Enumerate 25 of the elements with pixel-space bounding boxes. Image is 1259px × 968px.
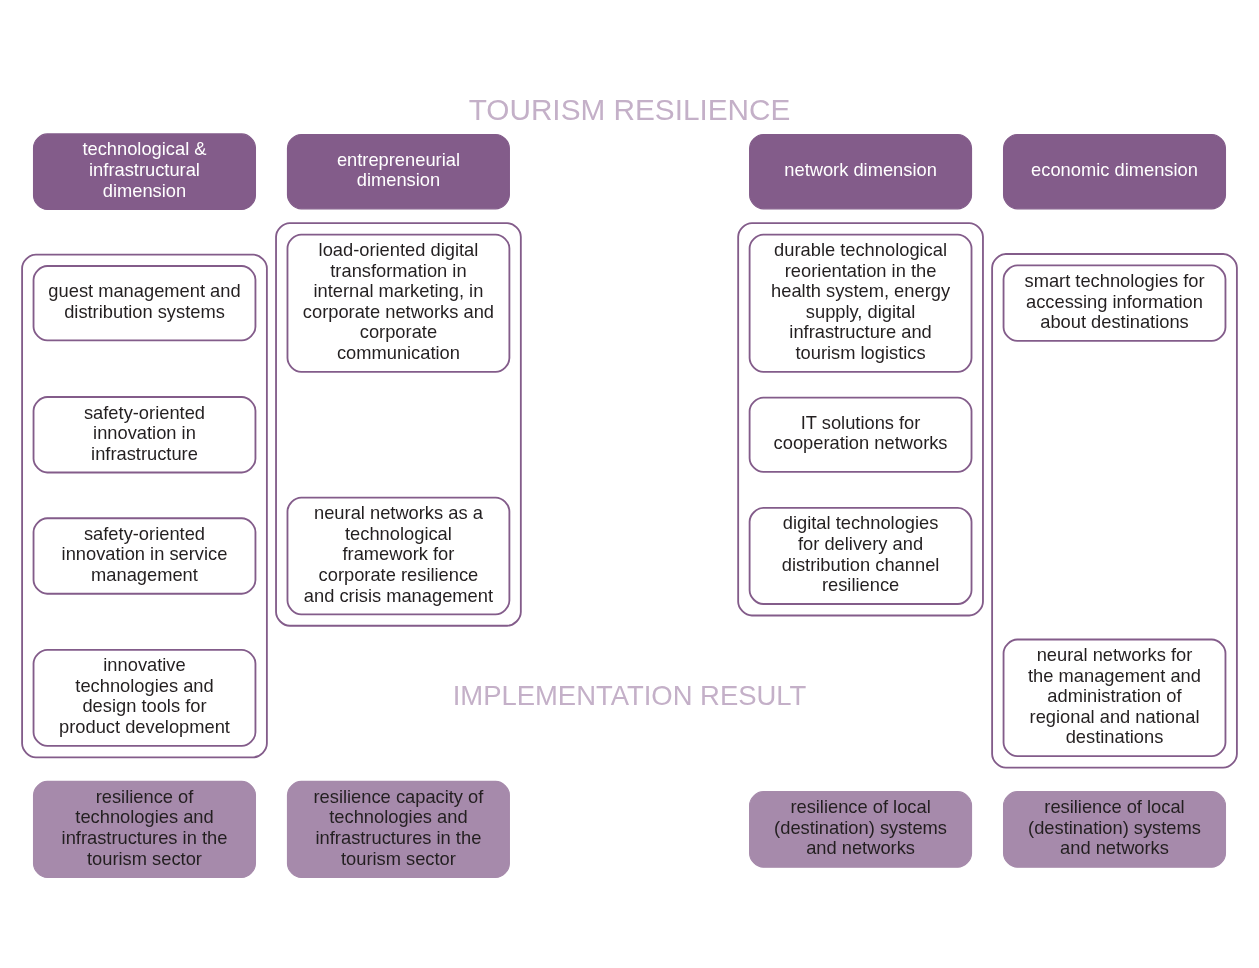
node-box: digital technologies for delivery and distribution channel resilience — [748, 506, 973, 605]
node-box: technological & infrastructural dimension — [32, 132, 256, 210]
node-box: safety-oriented innovation in infrastructure — [32, 395, 257, 473]
node-box: economic dimension — [1002, 133, 1227, 209]
node-box: IT solutions for cooperation networks — [748, 396, 973, 473]
node-box: resilience of technologies and infrastructures in the tourism sector — [32, 780, 256, 878]
node-box: load-oriented digital transformation in internal marketing, in corporate networks and corporate communication — [286, 233, 511, 373]
node-box: safety-oriented innovation in service management — [32, 516, 257, 595]
diagram-title: TOURISM RESILIENCE — [468, 92, 791, 126]
node-box: guest management and distribution systems — [32, 264, 257, 341]
label: IMPLEMENTATION RESULT — [452, 679, 807, 711]
node-box: resilience of local (destination) systems and networks — [749, 790, 973, 868]
node-box: durable technological reorientation in the health system, energy supply, digital infrastructure and tourism logistics — [748, 233, 973, 373]
node-box: neural networks for the management and administration of regional and national destinations — [1002, 638, 1227, 757]
cluster — [275, 221, 522, 627]
cluster — [21, 253, 268, 758]
node-box: network dimension — [749, 133, 973, 209]
cluster — [991, 252, 1238, 769]
node-box: resilience capacity of technologies and infrastructures in the tourism sector — [286, 780, 510, 878]
node-box: neural networks as a technological framework for corporate resilience and crisis management — [286, 496, 511, 615]
cluster — [737, 221, 984, 616]
node-box: smart technologies for accessing information about destinations — [1002, 264, 1227, 342]
node-box: resilience of local (destination) systems and networks — [1002, 790, 1227, 868]
node-box: entrepreneurial dimension — [286, 133, 510, 209]
node-box: innovative technologies and design tools for product development — [32, 648, 257, 747]
